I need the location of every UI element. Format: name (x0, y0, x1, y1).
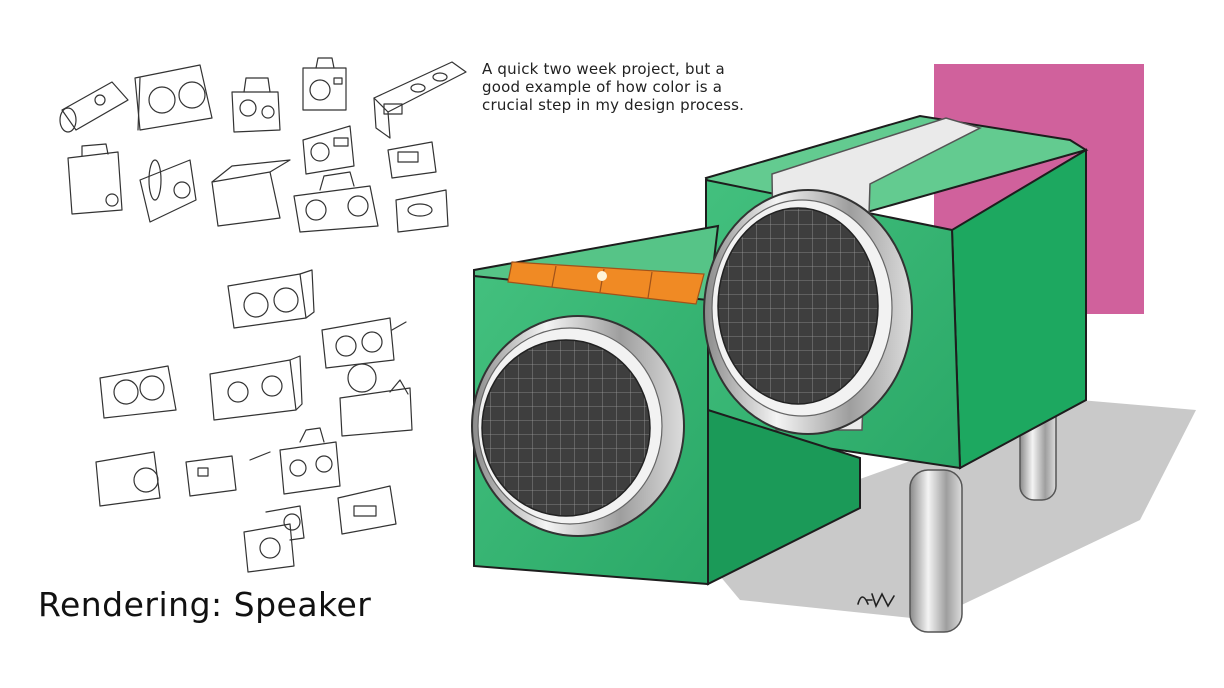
sketch-long-box (209, 355, 303, 421)
sketch-flat-speaker (185, 455, 237, 497)
project-caption: A quick two week project, but a good exa… (482, 60, 745, 114)
sketch-long-soundbar (373, 61, 467, 139)
front-leg (909, 469, 963, 633)
sketch-open-box (211, 159, 291, 227)
lower-speaker (471, 315, 685, 537)
sketch-tube-speaker (139, 159, 197, 223)
sketch-retro-radio (321, 317, 407, 369)
sketch-small-radio (387, 141, 437, 179)
sketch-radio-dial (302, 125, 355, 175)
sketch-horn-gramophone (339, 363, 413, 437)
sketch-turntable (395, 189, 449, 233)
upper-speaker (703, 189, 913, 435)
sketch-tube-round (99, 365, 177, 419)
page-title: Rendering: Speaker (38, 585, 372, 624)
sketch-handle-speaker (231, 77, 281, 133)
sketch-double-woofer (227, 269, 315, 329)
sketch-stacked-cubes (243, 505, 305, 573)
sketch-radio-small (302, 57, 347, 111)
sketch-cube-speaker (95, 451, 161, 507)
sketch-low-speaker (337, 485, 397, 535)
artist-signature (857, 592, 895, 609)
lower-body-side (707, 408, 861, 586)
orange-control-panel (507, 261, 705, 305)
sketch-cylinder-speaker (59, 81, 129, 133)
sketch-box-handle (67, 143, 123, 215)
sketch-boombox-front (293, 171, 379, 233)
sketch-boombox-wide (134, 64, 213, 131)
sketch-boombox-antenna (249, 427, 341, 495)
